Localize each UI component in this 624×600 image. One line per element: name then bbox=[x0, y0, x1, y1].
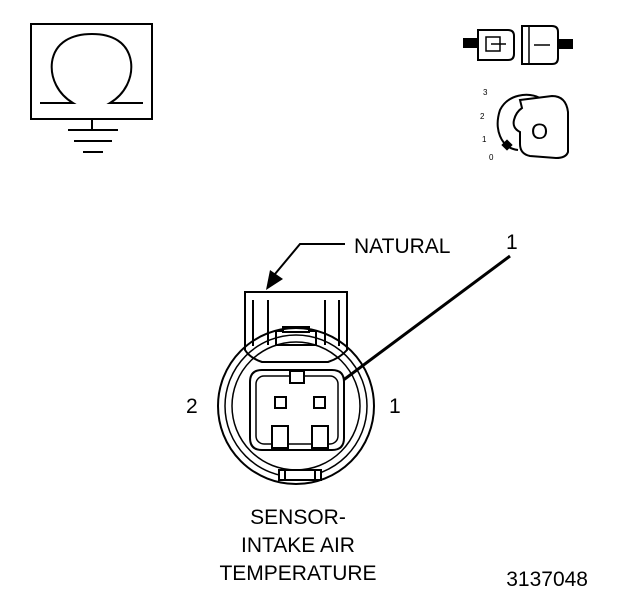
natural-label: NATURAL bbox=[354, 235, 450, 258]
disconnected-connector-icon bbox=[463, 25, 573, 65]
key-position-0: 0 bbox=[489, 153, 494, 162]
caption-line-3: TEMPERATURE bbox=[219, 562, 376, 585]
figure-number: 3137048 bbox=[506, 568, 588, 591]
ignition-key-off-icon: 3 2 1 0 O bbox=[480, 88, 569, 162]
caption-line-1: SENSOR- bbox=[250, 506, 346, 529]
key-position-3: 3 bbox=[483, 88, 488, 97]
ohmmeter-icon bbox=[30, 23, 153, 153]
connector-bottom-tab bbox=[278, 469, 322, 481]
connector-body bbox=[217, 327, 375, 485]
pin-label-2: 2 bbox=[186, 395, 198, 418]
terminal-1-callout-leader bbox=[320, 254, 511, 398]
key-position-1: 1 bbox=[482, 135, 487, 144]
pin-label-1: 1 bbox=[389, 395, 401, 418]
natural-callout-leader bbox=[266, 243, 345, 290]
key-letter: O bbox=[531, 119, 548, 144]
terminal-2-cavity bbox=[274, 396, 287, 409]
key-position-2: 2 bbox=[480, 112, 485, 121]
connector-face bbox=[217, 291, 375, 485]
terminal-1-cavity bbox=[313, 396, 326, 409]
caption-line-2: INTAKE AIR bbox=[241, 534, 355, 557]
terminal-callout-number: 1 bbox=[506, 231, 518, 254]
